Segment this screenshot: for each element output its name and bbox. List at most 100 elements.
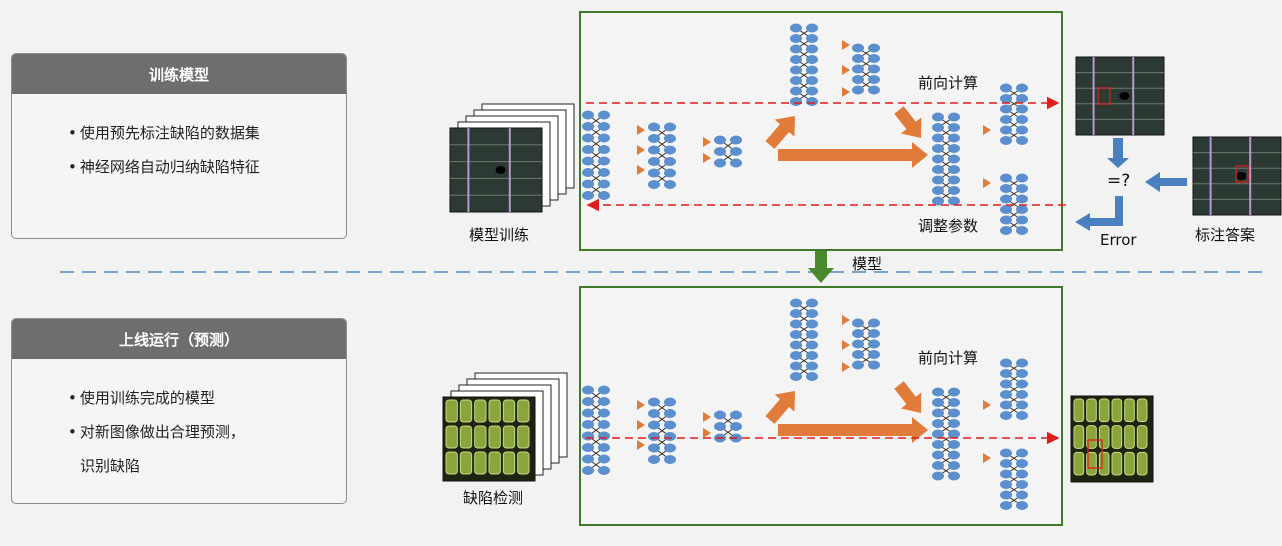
branch-layer-1-node: [790, 298, 802, 308]
layer-arrow: [842, 87, 850, 97]
model-label: 模型: [852, 255, 883, 273]
decoder-layer-1-node: [948, 408, 960, 418]
encoder-layer-1-node: [582, 420, 594, 429]
training-title: 训练模型: [12, 54, 346, 94]
arrow-right: [778, 417, 928, 443]
branch-layer-2-node: [868, 64, 880, 74]
branch-layer-1-node: [806, 351, 818, 360]
defect-detect-label: 缺陷检测: [463, 489, 524, 507]
decoder-layer-3-node: [1016, 459, 1028, 468]
encoder-layer-1-node: [598, 454, 610, 464]
decoder-layer-1-node: [948, 175, 960, 185]
encoder-layer-1-node: [582, 397, 594, 406]
encoder-layer-2-node: [664, 443, 676, 453]
decoder-layer-1-node: [932, 450, 944, 460]
decoder-layer-3-node: [1016, 215, 1028, 225]
detect-output-image-pad: [1136, 398, 1148, 423]
encoder-layer-1-node: [582, 385, 594, 395]
layer-arrow: [842, 65, 850, 75]
branch-layer-2-node: [868, 85, 880, 95]
arrow-up: [765, 391, 795, 424]
decoder-layer-1-node: [948, 471, 960, 481]
encoder-layer-1-node: [582, 133, 594, 143]
encoder-layer-3-node: [730, 158, 742, 168]
detect-output-image-pad: [1136, 451, 1148, 476]
decoder-layer-1-node: [932, 186, 944, 195]
decoder-layer-1-node: [948, 154, 960, 164]
training-bullet-1: 使用预先标注缺陷的数据集: [68, 116, 346, 150]
encoder-layer-2-node: [664, 134, 676, 143]
encoder-layer-3-node: [730, 410, 742, 420]
defect-mark-answer: [1235, 165, 1249, 183]
detect-sample-image-pad: [517, 399, 530, 423]
encoder-layer-3-node: [714, 422, 726, 431]
decoder-layer-3-node: [1000, 194, 1012, 204]
decoder-layer-1-node: [948, 165, 960, 174]
decoder-layer-2-node: [1016, 358, 1028, 368]
layer-arrow: [637, 440, 645, 450]
branch-layer-1-node: [806, 372, 818, 381]
layer-arrow: [983, 178, 991, 188]
decoder-layer-2-node: [1000, 136, 1012, 145]
encoder-layer-1-node: [582, 443, 594, 452]
decoder-layer-1-node: [932, 165, 944, 174]
defect-mark-output: [1087, 439, 1103, 469]
decoder-layer-3-node: [1016, 184, 1028, 193]
decoder-layer-2-node: [1016, 136, 1028, 145]
decoder-layer-2-node: [1016, 115, 1028, 124]
decoder-layer-2-node: [1016, 411, 1028, 420]
arrow-down-right: [894, 106, 922, 138]
decoder-layer-2-node: [1000, 83, 1012, 93]
decoder-layer-3-node: [1000, 480, 1012, 489]
detect-output-image-pad: [1086, 398, 1097, 423]
decoder-layer-2-node: [1016, 379, 1028, 389]
branch-layer-1-node: [790, 319, 802, 329]
encoder-layer-3-node: [730, 422, 742, 431]
decoder-layer-2-node: [1000, 379, 1012, 389]
branch-layer-1-node: [806, 55, 818, 64]
decoder-layer-1-node: [932, 175, 944, 185]
encoder-layer-3-node: [714, 410, 726, 420]
branch-layer-1-node: [806, 44, 818, 54]
output-image-top-defect: [1119, 92, 1130, 100]
decoder-layer-1-node: [948, 398, 960, 407]
detect-output-image-pad: [1124, 425, 1135, 449]
decoder-layer-3-node: [1016, 501, 1028, 510]
branch-layer-1-node: [790, 372, 802, 381]
encoder-layer-1-node: [582, 179, 594, 189]
decoder-layer-2-node: [1000, 369, 1012, 378]
detect-output-image-pad: [1086, 425, 1097, 449]
encoder-layer-3-node: [714, 158, 726, 168]
detect-sample-image-pad: [474, 451, 487, 475]
encoder-layer-1-node: [598, 145, 610, 154]
deploy-panel: 上线运行（预测） 使用训练完成的模型 对新图像做出合理预测， 识别缺陷: [11, 318, 347, 504]
decoder-layer-2-node: [1016, 83, 1028, 93]
layer-arrow: [703, 153, 711, 163]
branch-layer-1-node: [790, 309, 802, 318]
decoder-layer-1-node: [932, 133, 944, 143]
decoder-layer-1-node: [932, 440, 944, 449]
decoder-layer-2-node: [1016, 400, 1028, 410]
decoder-layer-3-node: [1016, 205, 1028, 214]
detect-sample-image-pad: [488, 425, 501, 449]
forward-calc-label-bottom: 前向计算: [918, 349, 979, 367]
error-return-arrow: [1075, 196, 1123, 231]
encoder-layer-1-node: [598, 156, 610, 166]
encoder-layer-1-node: [582, 466, 594, 475]
branch-layer-1-node: [790, 76, 802, 85]
encoder-layer-2-node: [648, 455, 660, 464]
branch-layer-1-node: [790, 65, 802, 75]
deploy-title: 上线运行（预测）: [12, 319, 346, 359]
decoder-layer-3-node: [1000, 459, 1012, 468]
deploy-bullet-2-cont: 识别缺陷: [80, 457, 141, 475]
detect-sample-image-pad: [488, 451, 501, 475]
layer-arrow: [637, 125, 645, 135]
layer-arrow: [842, 340, 850, 350]
encoder-layer-2-node: [664, 409, 676, 418]
encoder-layer-3-node: [714, 147, 726, 156]
decoder-layer-1-node: [948, 112, 960, 122]
decoder-layer-2-node: [1000, 115, 1012, 124]
compare-label: =?: [1107, 171, 1131, 191]
training-panel: 训练模型 使用预先标注缺陷的数据集 神经网络自动归纳缺陷特征: [11, 53, 347, 239]
decoder-layer-1-node: [932, 471, 944, 481]
